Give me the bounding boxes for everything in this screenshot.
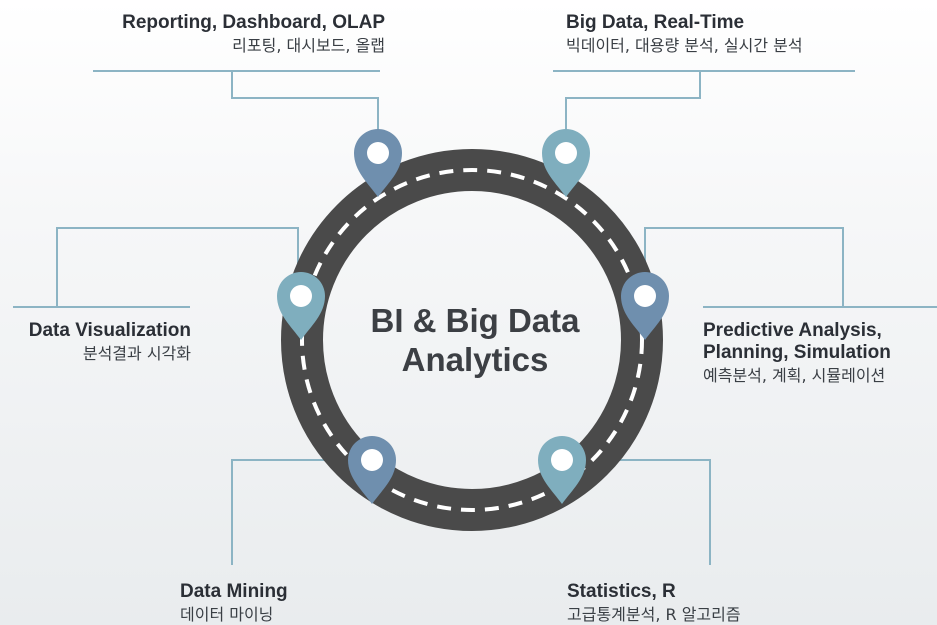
pin-bigdata	[542, 129, 590, 197]
node-mining: Data Mining 데이터 마이닝	[180, 581, 340, 624]
node-predictive-title-line2: Planning, Simulation	[703, 341, 891, 363]
node-predictive: Predictive Analysis, Planning, Simulatio…	[703, 320, 935, 385]
node-reporting-subtitle: 리포팅, 대시보드, 올랩	[232, 35, 385, 55]
node-visualization-subtitle: 분석결과 시각화	[82, 343, 191, 363]
node-statistics-subtitle: 고급통계분석, R 알고리즘	[567, 604, 741, 624]
connector-predictive-up	[644, 227, 844, 307]
pin-mining	[348, 436, 396, 504]
node-reporting-title: Reporting, Dashboard, OLAP	[122, 12, 385, 33]
connector-reporting-drop	[231, 71, 379, 135]
connector-bigdata-drop	[565, 71, 701, 135]
node-statistics: Statistics, R 고급통계분석, R 알고리즘	[567, 581, 827, 624]
center-title: BI & Big Data Analytics	[335, 302, 615, 380]
pin-visualization	[277, 272, 325, 340]
node-predictive-title-line1: Predictive Analysis,	[703, 320, 882, 341]
pin-reporting	[354, 129, 402, 197]
node-mining-title: Data Mining	[180, 581, 288, 602]
connector-visualization-up	[56, 227, 299, 307]
center-title-line2: Analytics	[401, 340, 549, 378]
node-mining-subtitle: 데이터 마이닝	[180, 604, 274, 624]
connector-lines	[13, 70, 937, 565]
node-reporting: Reporting, Dashboard, OLAP 리포팅, 대시보드, 올랩	[60, 12, 385, 55]
pin-statistics	[538, 436, 586, 504]
node-predictive-subtitle: 예측분석, 계획, 시뮬레이션	[703, 365, 886, 385]
node-visualization: Data Visualization 분석결과 시각화	[8, 320, 191, 363]
center-title-line1: BI & Big Data	[370, 302, 580, 339]
pin-predictive	[621, 272, 669, 340]
node-bigdata-subtitle: 빅데이터, 대용량 분석, 실시간 분석	[566, 35, 803, 55]
node-bigdata: Big Data, Real-Time 빅데이터, 대용량 분석, 실시간 분석	[566, 12, 886, 55]
node-visualization-title: Data Visualization	[28, 320, 191, 341]
road-dashed-line	[300, 168, 644, 512]
node-statistics-title: Statistics, R	[567, 581, 676, 602]
node-bigdata-title: Big Data, Real-Time	[566, 12, 745, 33]
